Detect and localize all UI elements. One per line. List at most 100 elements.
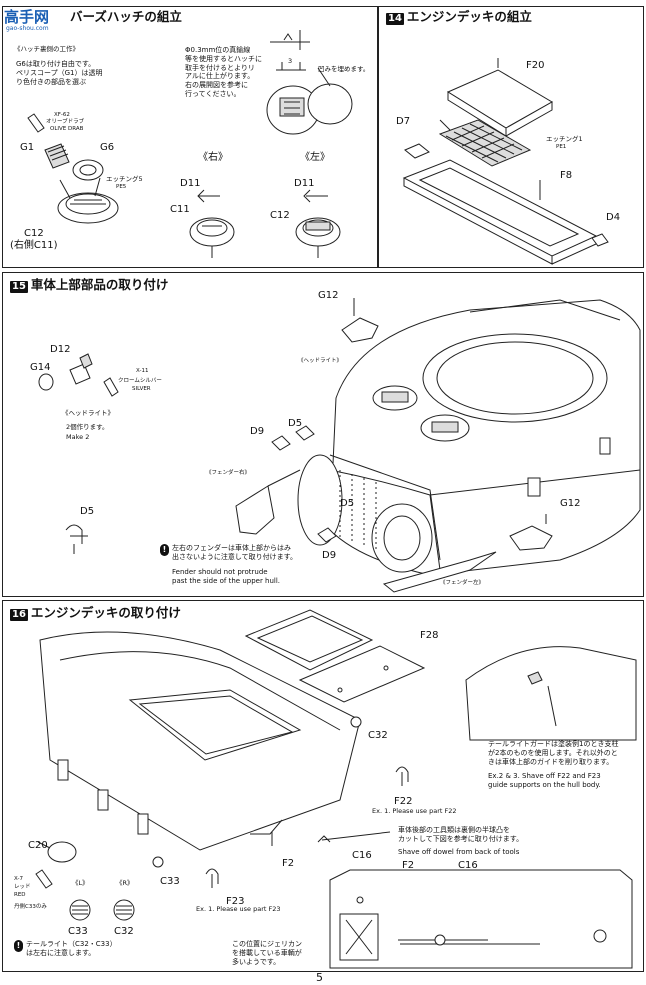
part-label-d5-detail: D5 bbox=[80, 506, 95, 517]
engine-deck-unit bbox=[246, 610, 372, 670]
taillight-guard-detail bbox=[466, 647, 636, 740]
step-14-frame bbox=[378, 6, 644, 268]
part-d4 bbox=[592, 234, 608, 246]
rear-hull-body bbox=[40, 632, 360, 850]
hatch-detail-diagram bbox=[267, 30, 352, 134]
etching-code-pe1: PE1 bbox=[556, 144, 567, 150]
part-label-g6: G6 bbox=[100, 142, 115, 153]
part-label-c32-upper: C32 bbox=[368, 730, 388, 741]
etching-code-pe5: PE5 bbox=[116, 184, 127, 190]
part-label-g1: G1 bbox=[20, 142, 35, 153]
part-label-f8: F8 bbox=[560, 170, 573, 181]
periscope-note: G6は取り付け自由です。 ペリスコープ（G1）は透明 り色付きの部品を選ぶ bbox=[16, 60, 103, 86]
paint-name-red-jp: レッド bbox=[14, 884, 31, 890]
jerrycan-note: この位置にジェリカン を搭載している車輌が 多いようです。 bbox=[232, 940, 302, 966]
part-label-d11-right: D11 bbox=[180, 178, 201, 189]
part-d7 bbox=[405, 144, 429, 158]
taillight-guard-note-jp: テールライトガードは塗装例1のとき支柱 が2本のものを使用します。それ以外のと … bbox=[488, 740, 619, 766]
fender-left-label: 《フェンダー左》 bbox=[440, 580, 485, 586]
headlight-subtitle: 《ヘッドライト》 bbox=[62, 409, 114, 417]
hatch-g6-part bbox=[73, 160, 103, 180]
fender-warning: !左右のフェンダーは車体上部からはみ 出さないように注意して取り付けます。 bbox=[160, 544, 297, 563]
hatch-right-assembly bbox=[190, 190, 234, 258]
part-label-d12: D12 bbox=[50, 344, 71, 355]
taillight-guard-note-en: Ex.2 & 3. Shave off F22 and F23 guide su… bbox=[488, 772, 601, 789]
part-label-c16-main: C16 bbox=[352, 850, 372, 861]
headlight-mount-d9 bbox=[272, 426, 336, 542]
part-label-c16-rear: C16 bbox=[458, 860, 478, 871]
watermark-logo: 高手网 bbox=[4, 8, 50, 26]
taillight-left-label: 《L》 bbox=[72, 879, 89, 887]
part-label-d5-upper: D5 bbox=[288, 418, 303, 429]
part-label-d7: D7 bbox=[396, 116, 411, 127]
part-label-f2-main: F2 bbox=[282, 858, 295, 869]
left-side-label: 《左》 bbox=[300, 152, 330, 163]
step-13-frame bbox=[2, 6, 378, 268]
fender-warning-en: Fender should not protrude past the side… bbox=[172, 568, 281, 585]
taillight-warning-text: テールライト（C32・C33） は左右に注意します。 bbox=[26, 940, 117, 957]
step-14-number: 14 bbox=[386, 13, 404, 25]
step-15-title-text: 車体上部部品の取り付け bbox=[30, 277, 169, 292]
etching-label-pe1: エッチング1 bbox=[546, 135, 583, 143]
engine-deck-f20 bbox=[448, 70, 552, 136]
part-label-d4: D4 bbox=[606, 212, 621, 223]
part-label-g14: G14 bbox=[30, 362, 51, 373]
dimension-label: 3 bbox=[288, 57, 293, 65]
ex1-f23-note: Ex. 1. Please use part F23 bbox=[196, 905, 281, 913]
step-16-frame bbox=[2, 600, 644, 972]
fender-left bbox=[384, 552, 496, 592]
part-label-c11: C11 bbox=[170, 204, 190, 215]
part-label-c33-main: C33 bbox=[160, 876, 180, 887]
part-label-d5-lower: D5 bbox=[340, 498, 355, 509]
rear-plate-view bbox=[330, 870, 632, 968]
part-label-f28: F28 bbox=[420, 630, 439, 641]
ex1-f22-note: Ex. 1. Please use part F22 bbox=[372, 807, 457, 815]
fender-right bbox=[236, 470, 300, 534]
fender-warning-jp: 左右のフェンダーは車体上部からはみ 出さないように注意して取り付けます。 bbox=[172, 544, 297, 561]
part-label-c32-detail: C32 bbox=[114, 926, 134, 937]
tail-assembly-parts bbox=[38, 717, 408, 888]
periscope-guard-g12 bbox=[342, 298, 378, 342]
paint-name-silver-en: SILVER bbox=[132, 386, 151, 392]
part-label-c11-right: (右側C11) bbox=[10, 240, 58, 251]
paint-code-x11: X-11 bbox=[136, 368, 149, 374]
warning-icon-taillight: ! bbox=[14, 940, 23, 952]
paint-name-red-en: RED bbox=[14, 892, 26, 898]
brass-handle-note: Φ0.3mm位の真鍮線 等を使用するとハッチに 取手を付けるとよりリ アルに仕上… bbox=[185, 46, 262, 98]
step-16-title-text: エンジンデッキの取り付け bbox=[30, 605, 181, 620]
paint-name-chrome-silver-jp: クロームシルバー bbox=[118, 378, 162, 384]
right-side-label: 《右》 bbox=[198, 152, 228, 163]
part-label-f23: F23 bbox=[226, 896, 245, 907]
part-label-f22: F22 bbox=[394, 796, 413, 807]
tools-note-en: Shave off dowel from back of tools bbox=[398, 848, 520, 856]
hatch-left-assembly bbox=[296, 190, 340, 258]
assembly-arrows-14 bbox=[440, 58, 540, 200]
paint-target-prefix: 丹側 bbox=[14, 904, 26, 910]
taillight-lr-detail bbox=[36, 870, 134, 920]
hull-hatches bbox=[373, 386, 469, 441]
part-label-f20: F20 bbox=[526, 60, 545, 71]
part-label-d11-left: D11 bbox=[294, 178, 315, 189]
part-label-g12-front: G12 bbox=[318, 290, 339, 301]
part-label-c12: C12 bbox=[24, 228, 44, 239]
make-two-jp: 2個作ります。 bbox=[66, 423, 109, 431]
paint-target-note: 丹側C33のみ bbox=[14, 904, 47, 910]
warning-icon: ! bbox=[160, 544, 169, 556]
make-two-en: Make 2 bbox=[66, 433, 90, 441]
part-label-d9-upper: D9 bbox=[250, 426, 265, 437]
hull-front-glacis bbox=[298, 455, 440, 572]
watermark-url: gao-shou.com bbox=[6, 25, 49, 32]
hatch-underside-subtitle: 《ハッチ裏側の工作》 bbox=[14, 45, 79, 53]
etching-label-pe5: エッチング5 bbox=[106, 175, 143, 183]
part-label-g12-rear: G12 bbox=[560, 498, 581, 509]
taillight-right-label: 《R》 bbox=[116, 879, 134, 887]
deck-plate-f28 bbox=[300, 646, 424, 702]
paint-target-text: C33のみ bbox=[25, 904, 47, 910]
periscope-guard-g12-rear bbox=[510, 514, 552, 550]
hatch-c12-assembly bbox=[58, 178, 118, 223]
periscope-g1-part bbox=[45, 144, 69, 168]
